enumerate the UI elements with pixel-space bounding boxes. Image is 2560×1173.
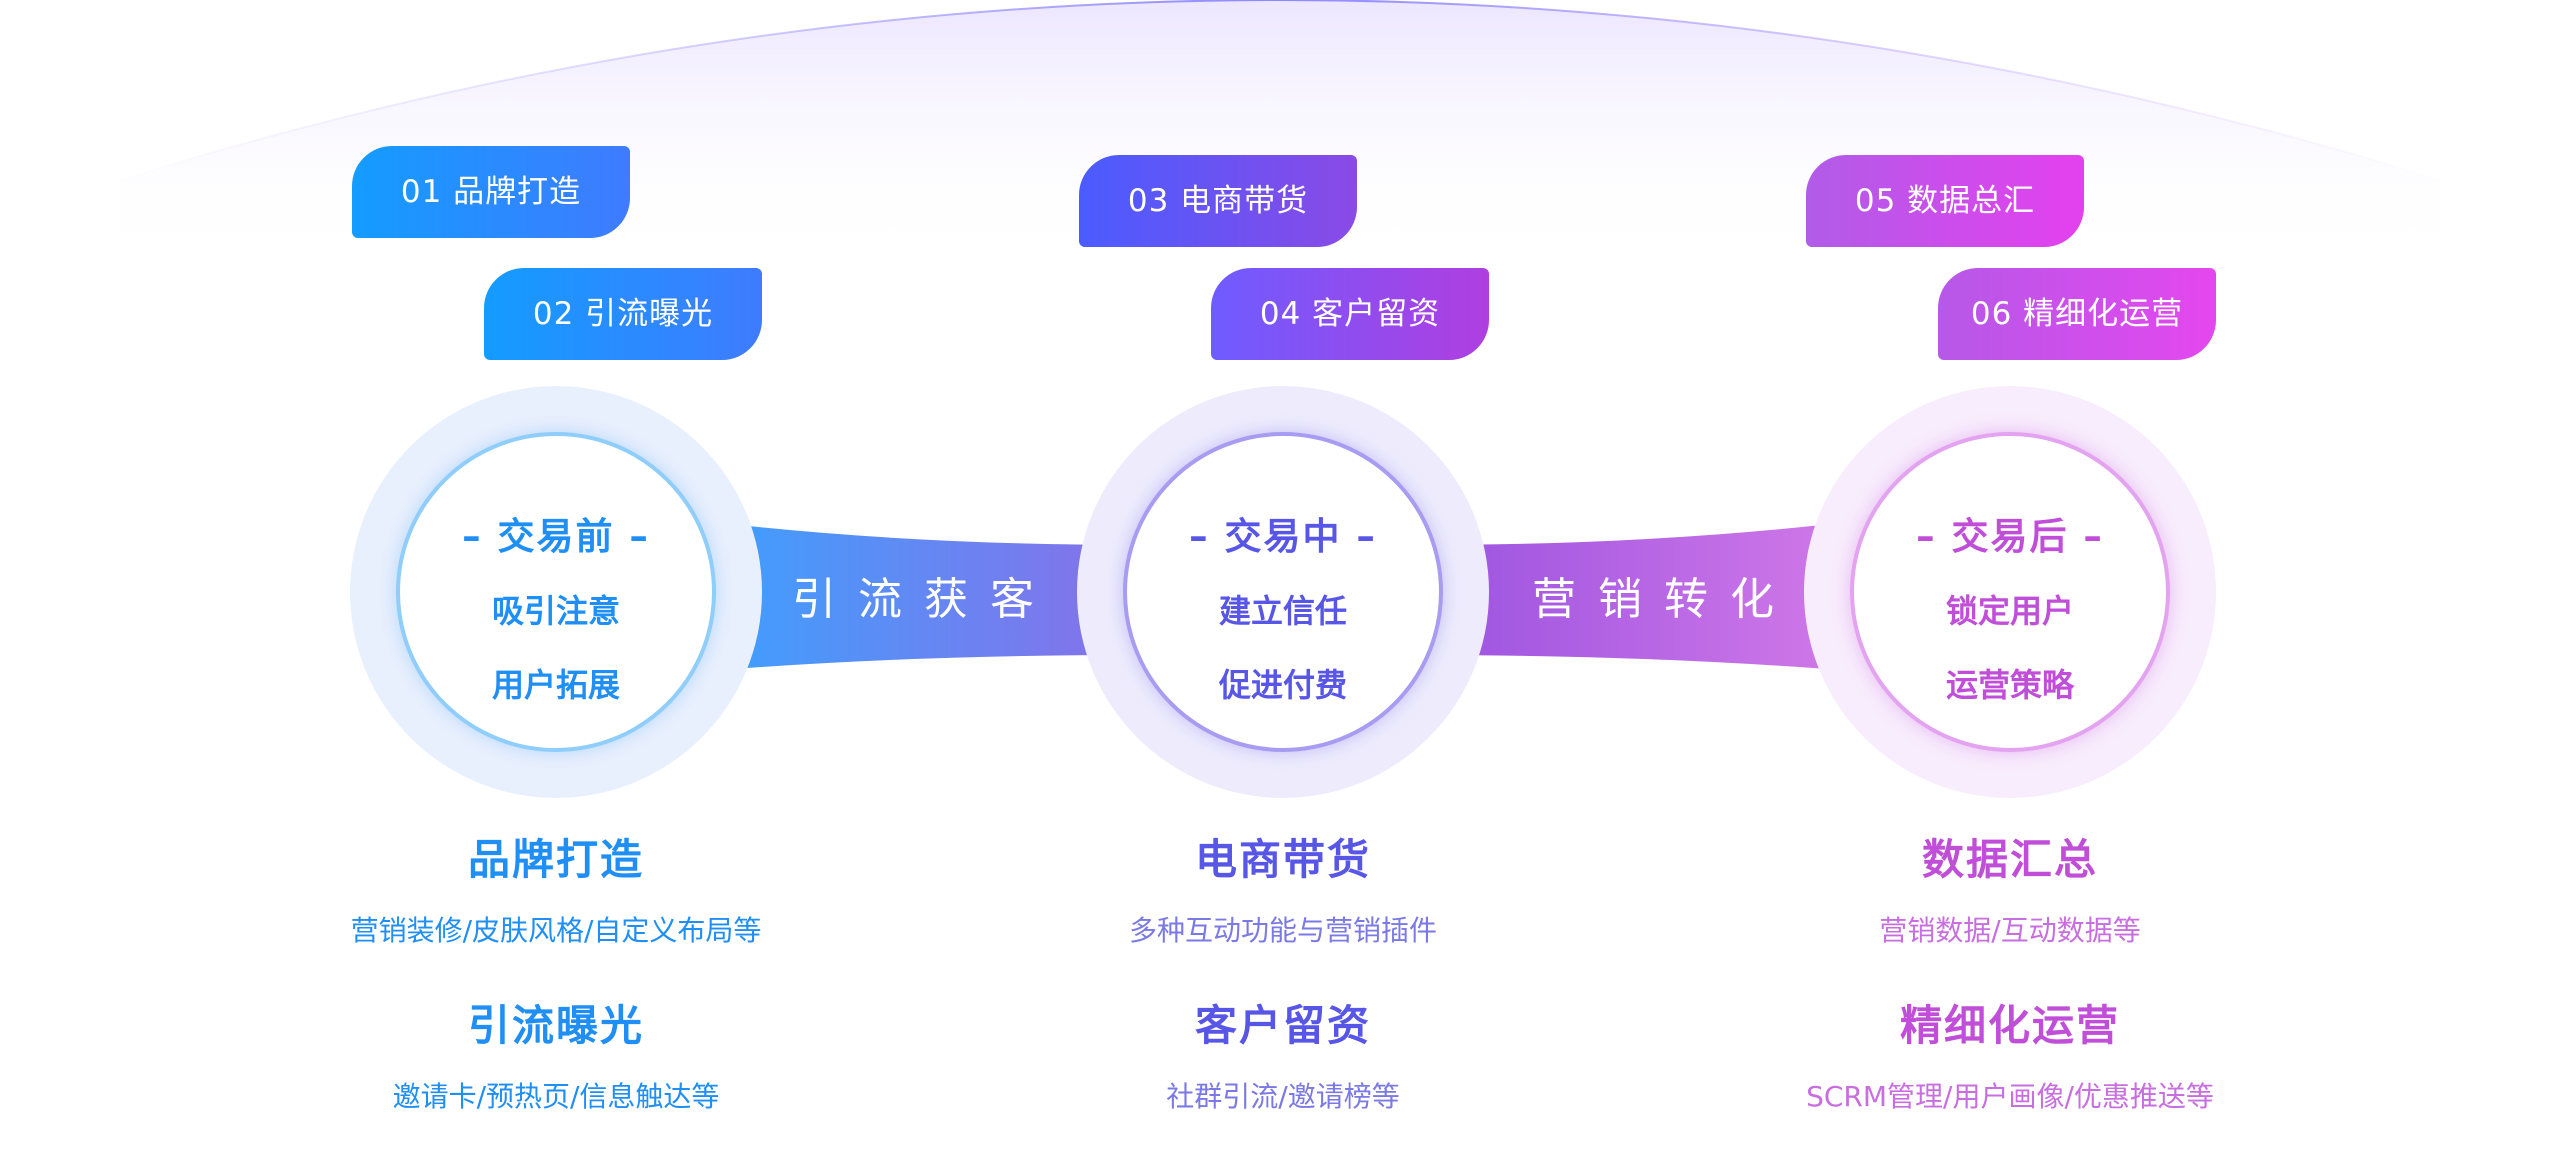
stage-circle-before: – 交易前 – 吸引注意 用户拓展 xyxy=(396,432,716,752)
feature-desc: 邀请卡/预热页/信息触达等 xyxy=(392,1080,720,1113)
tag-06: 06 精细化运营 xyxy=(1938,268,2216,360)
stage-line-1: 建立信任 xyxy=(1218,592,1347,630)
stage-circle-after: – 交易后 – 锁定用户 运营策略 xyxy=(1850,432,2170,752)
stage-line-2: 促进付费 xyxy=(1218,666,1347,704)
feature-brand: 品牌打造 营销装修/皮肤风格/自定义布局等 xyxy=(256,826,856,949)
feature-title: 引流曝光 xyxy=(467,1001,644,1050)
band-label-convert: 营销转化 xyxy=(1532,574,1796,625)
feature-title: 品牌打造 xyxy=(467,835,644,884)
feature-desc: 营销装修/皮肤风格/自定义布局等 xyxy=(350,914,762,947)
tag-02: 02 引流曝光 xyxy=(484,268,762,360)
band-right xyxy=(1420,520,1865,672)
feature-leads: 客户留资 社群引流/邀请榜等 xyxy=(983,992,1583,1115)
stage-line-2: 运营策略 xyxy=(1945,666,2074,704)
stage-title-before: – 交易前 – xyxy=(462,515,650,558)
stage-line-1: 吸引注意 xyxy=(491,592,620,630)
tag-01: 01 品牌打造 xyxy=(352,146,630,238)
stage-line-1: 锁定用户 xyxy=(1945,592,2074,630)
feature-traffic: 引流曝光 邀请卡/预热页/信息触达等 xyxy=(256,992,856,1115)
feature-desc: 营销数据/互动数据等 xyxy=(1879,914,2141,947)
tag-03: 03 电商带货 xyxy=(1079,155,1357,247)
feature-ecommerce: 电商带货 多种互动功能与营销插件 xyxy=(983,826,1583,949)
feature-title: 电商带货 xyxy=(1194,835,1371,884)
tag-05: 05 数据总汇 xyxy=(1806,155,2084,247)
stage-title-after: – 交易后 – xyxy=(1916,515,2104,558)
stage-line-2: 用户拓展 xyxy=(491,666,620,704)
feature-title: 数据汇总 xyxy=(1921,835,2098,884)
feature-desc: 多种互动功能与营销插件 xyxy=(1128,914,1437,947)
feature-title: 客户留资 xyxy=(1194,1001,1371,1050)
tag-04: 04 客户留资 xyxy=(1211,268,1489,360)
band-left xyxy=(695,520,1140,672)
stage-title-during: – 交易中 – xyxy=(1189,515,1377,558)
feature-desc: SCRM管理/用户画像/优惠推送等 xyxy=(1806,1080,2214,1113)
feature-data: 数据汇总 营销数据/互动数据等 xyxy=(1710,826,2310,949)
stage-circle-during: – 交易中 – 建立信任 促进付费 xyxy=(1123,432,1443,752)
band-label-acquire: 引流获客 xyxy=(792,574,1056,625)
feature-desc: 社群引流/邀请榜等 xyxy=(1166,1080,1400,1113)
feature-title: 精细化运营 xyxy=(1899,1001,2120,1050)
feature-operations: 精细化运营 SCRM管理/用户画像/优惠推送等 xyxy=(1710,992,2310,1115)
